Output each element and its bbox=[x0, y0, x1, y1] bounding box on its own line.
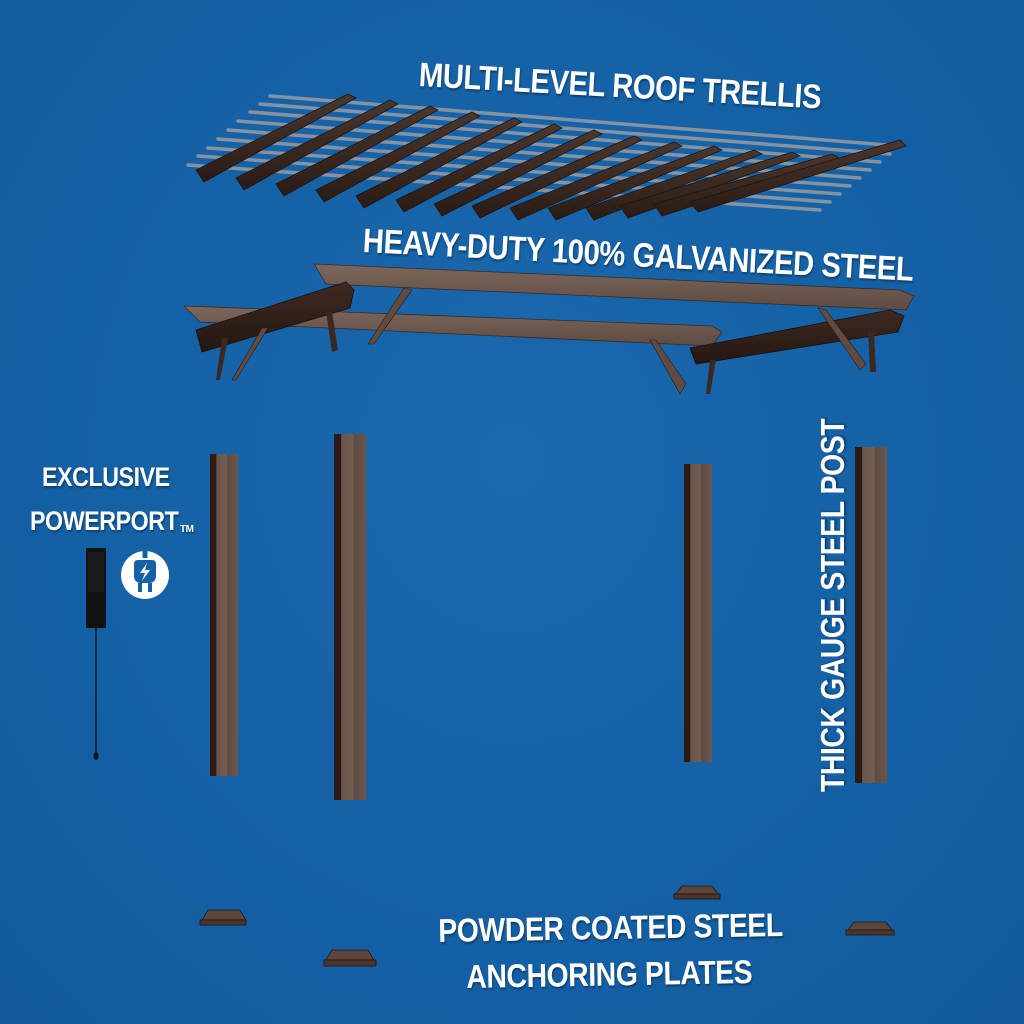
steel-post-label: THICK GAUGE STEEL POST bbox=[814, 418, 851, 792]
anchoring-plates-label-line1: POWDER COATED STEEL bbox=[438, 905, 784, 949]
powerport-label-line1: EXCLUSIVE bbox=[42, 462, 170, 492]
powerport-label-line2: POWERPORT bbox=[30, 506, 179, 536]
anchor-plate-2 bbox=[323, 949, 377, 967]
anchor-plate-4 bbox=[845, 921, 895, 936]
post-2 bbox=[334, 434, 366, 800]
post-4 bbox=[855, 447, 887, 783]
power-plug-bolt-icon bbox=[121, 550, 169, 599]
post-3 bbox=[684, 464, 712, 762]
anchor-plate-3 bbox=[673, 885, 721, 900]
post-1 bbox=[210, 454, 238, 776]
powerport-device-icon bbox=[86, 548, 106, 760]
trademark-symbol: TM bbox=[180, 524, 194, 535]
anchoring-plates-label-line2: ANCHORING PLATES bbox=[466, 953, 753, 995]
anchor-plate-1 bbox=[199, 909, 247, 926]
